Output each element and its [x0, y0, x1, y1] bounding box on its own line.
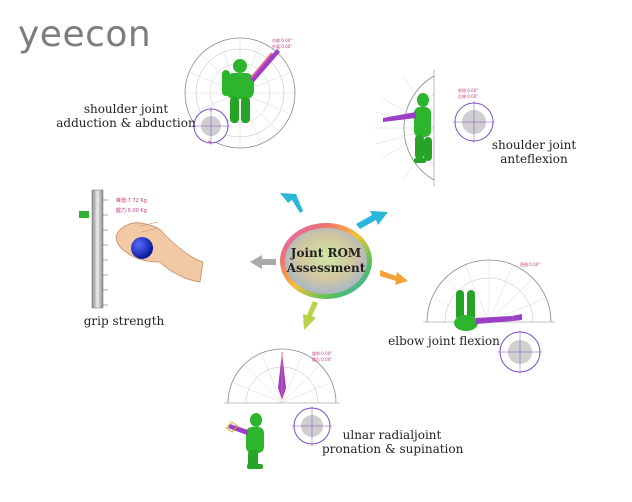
- svg-text:+: +: [209, 108, 212, 113]
- ulnar-label-line1: ulnar radialjoint: [342, 428, 442, 442]
- shoulder-abduction-label-line1: shoulder joint: [83, 102, 169, 116]
- shoulder-abduction-readout-line1: 内收:0.00°: [272, 38, 293, 43]
- yeecon-logo: yeecon: [18, 14, 152, 55]
- ulnar-readout-line2: 旋后:0.00°: [312, 357, 333, 362]
- shoulder-abduction-readout: 内收:0.00° 外展:0.00°: [272, 38, 292, 50]
- center-title-line1: Joint ROM: [290, 246, 362, 260]
- elbow-figure: [454, 290, 522, 331]
- arrow-to-shoulder-abduction: [280, 193, 303, 213]
- shoulder-anteflexion-readout-line1: 前屈:0.00°: [458, 88, 479, 93]
- ulnar-gauge: [292, 406, 332, 446]
- shoulder-anteflexion-figure: [383, 93, 432, 163]
- ulnar-label: ulnar radialjoint pronation & supination: [322, 428, 464, 456]
- center-title-line2: Assessment: [286, 261, 366, 275]
- shoulder-anteflexion-label-line1: shoulder joint: [491, 138, 577, 152]
- svg-text:◆: ◆: [208, 139, 212, 144]
- ulnar-readout: 旋前:0.00° 旋后:0.00°: [312, 351, 332, 363]
- shoulder-anteflexion-gauge: [453, 101, 495, 143]
- elbow-readout-line1: 屈曲:0.00°: [520, 262, 541, 267]
- shoulder-anteflexion-label-line2: anteflexion: [500, 152, 568, 166]
- arrow-to-ulnar: [303, 301, 318, 330]
- grip-readout: 峰值:7.72 Kg 握力:0.00 Kg: [116, 196, 147, 216]
- grip-label: grip strength: [83, 314, 165, 328]
- arrow-to-elbow: [380, 270, 408, 285]
- shoulder-abduction-label-line2: adduction & abduction: [56, 116, 196, 130]
- shoulder-abduction-label: shoulder joint adduction & abduction: [56, 102, 196, 130]
- shoulder-abduction-readout-line2: 外展:0.00°: [272, 44, 293, 49]
- ulnar-label-line2: pronation & supination: [322, 442, 464, 456]
- arrow-to-shoulder-anteflexion: [356, 211, 388, 229]
- ulnar-dial: [224, 348, 340, 404]
- elbow-dial: [423, 259, 555, 323]
- shoulder-anteflexion-label: shoulder joint anteflexion: [484, 138, 584, 166]
- elbow-label: elbow joint flexion: [388, 334, 500, 348]
- elbow-gauge: [498, 330, 542, 374]
- grip-readout-force: 握力:0.00 Kg: [116, 208, 147, 214]
- grip-hand: [115, 221, 204, 283]
- grip-dynamometer-pole: [79, 189, 108, 309]
- center-node: [280, 223, 372, 299]
- shoulder-abduction-gauge: + ◆: [192, 107, 230, 145]
- arrow-to-grip: [250, 255, 276, 269]
- grip-readout-peak: 峰值:7.72 Kg: [116, 198, 147, 204]
- elbow-readout: 屈曲:0.00°: [520, 262, 540, 268]
- shoulder-anteflexion-readout: 前屈:0.00° 后伸:0.00°: [458, 88, 478, 100]
- ulnar-figure: [225, 413, 264, 469]
- ulnar-readout-line1: 旋前:0.00°: [312, 351, 333, 356]
- center-title: Joint ROM Assessment: [280, 246, 372, 276]
- shoulder-abduction-figure: [222, 49, 280, 123]
- shoulder-anteflexion-readout-line2: 后伸:0.00°: [458, 94, 479, 99]
